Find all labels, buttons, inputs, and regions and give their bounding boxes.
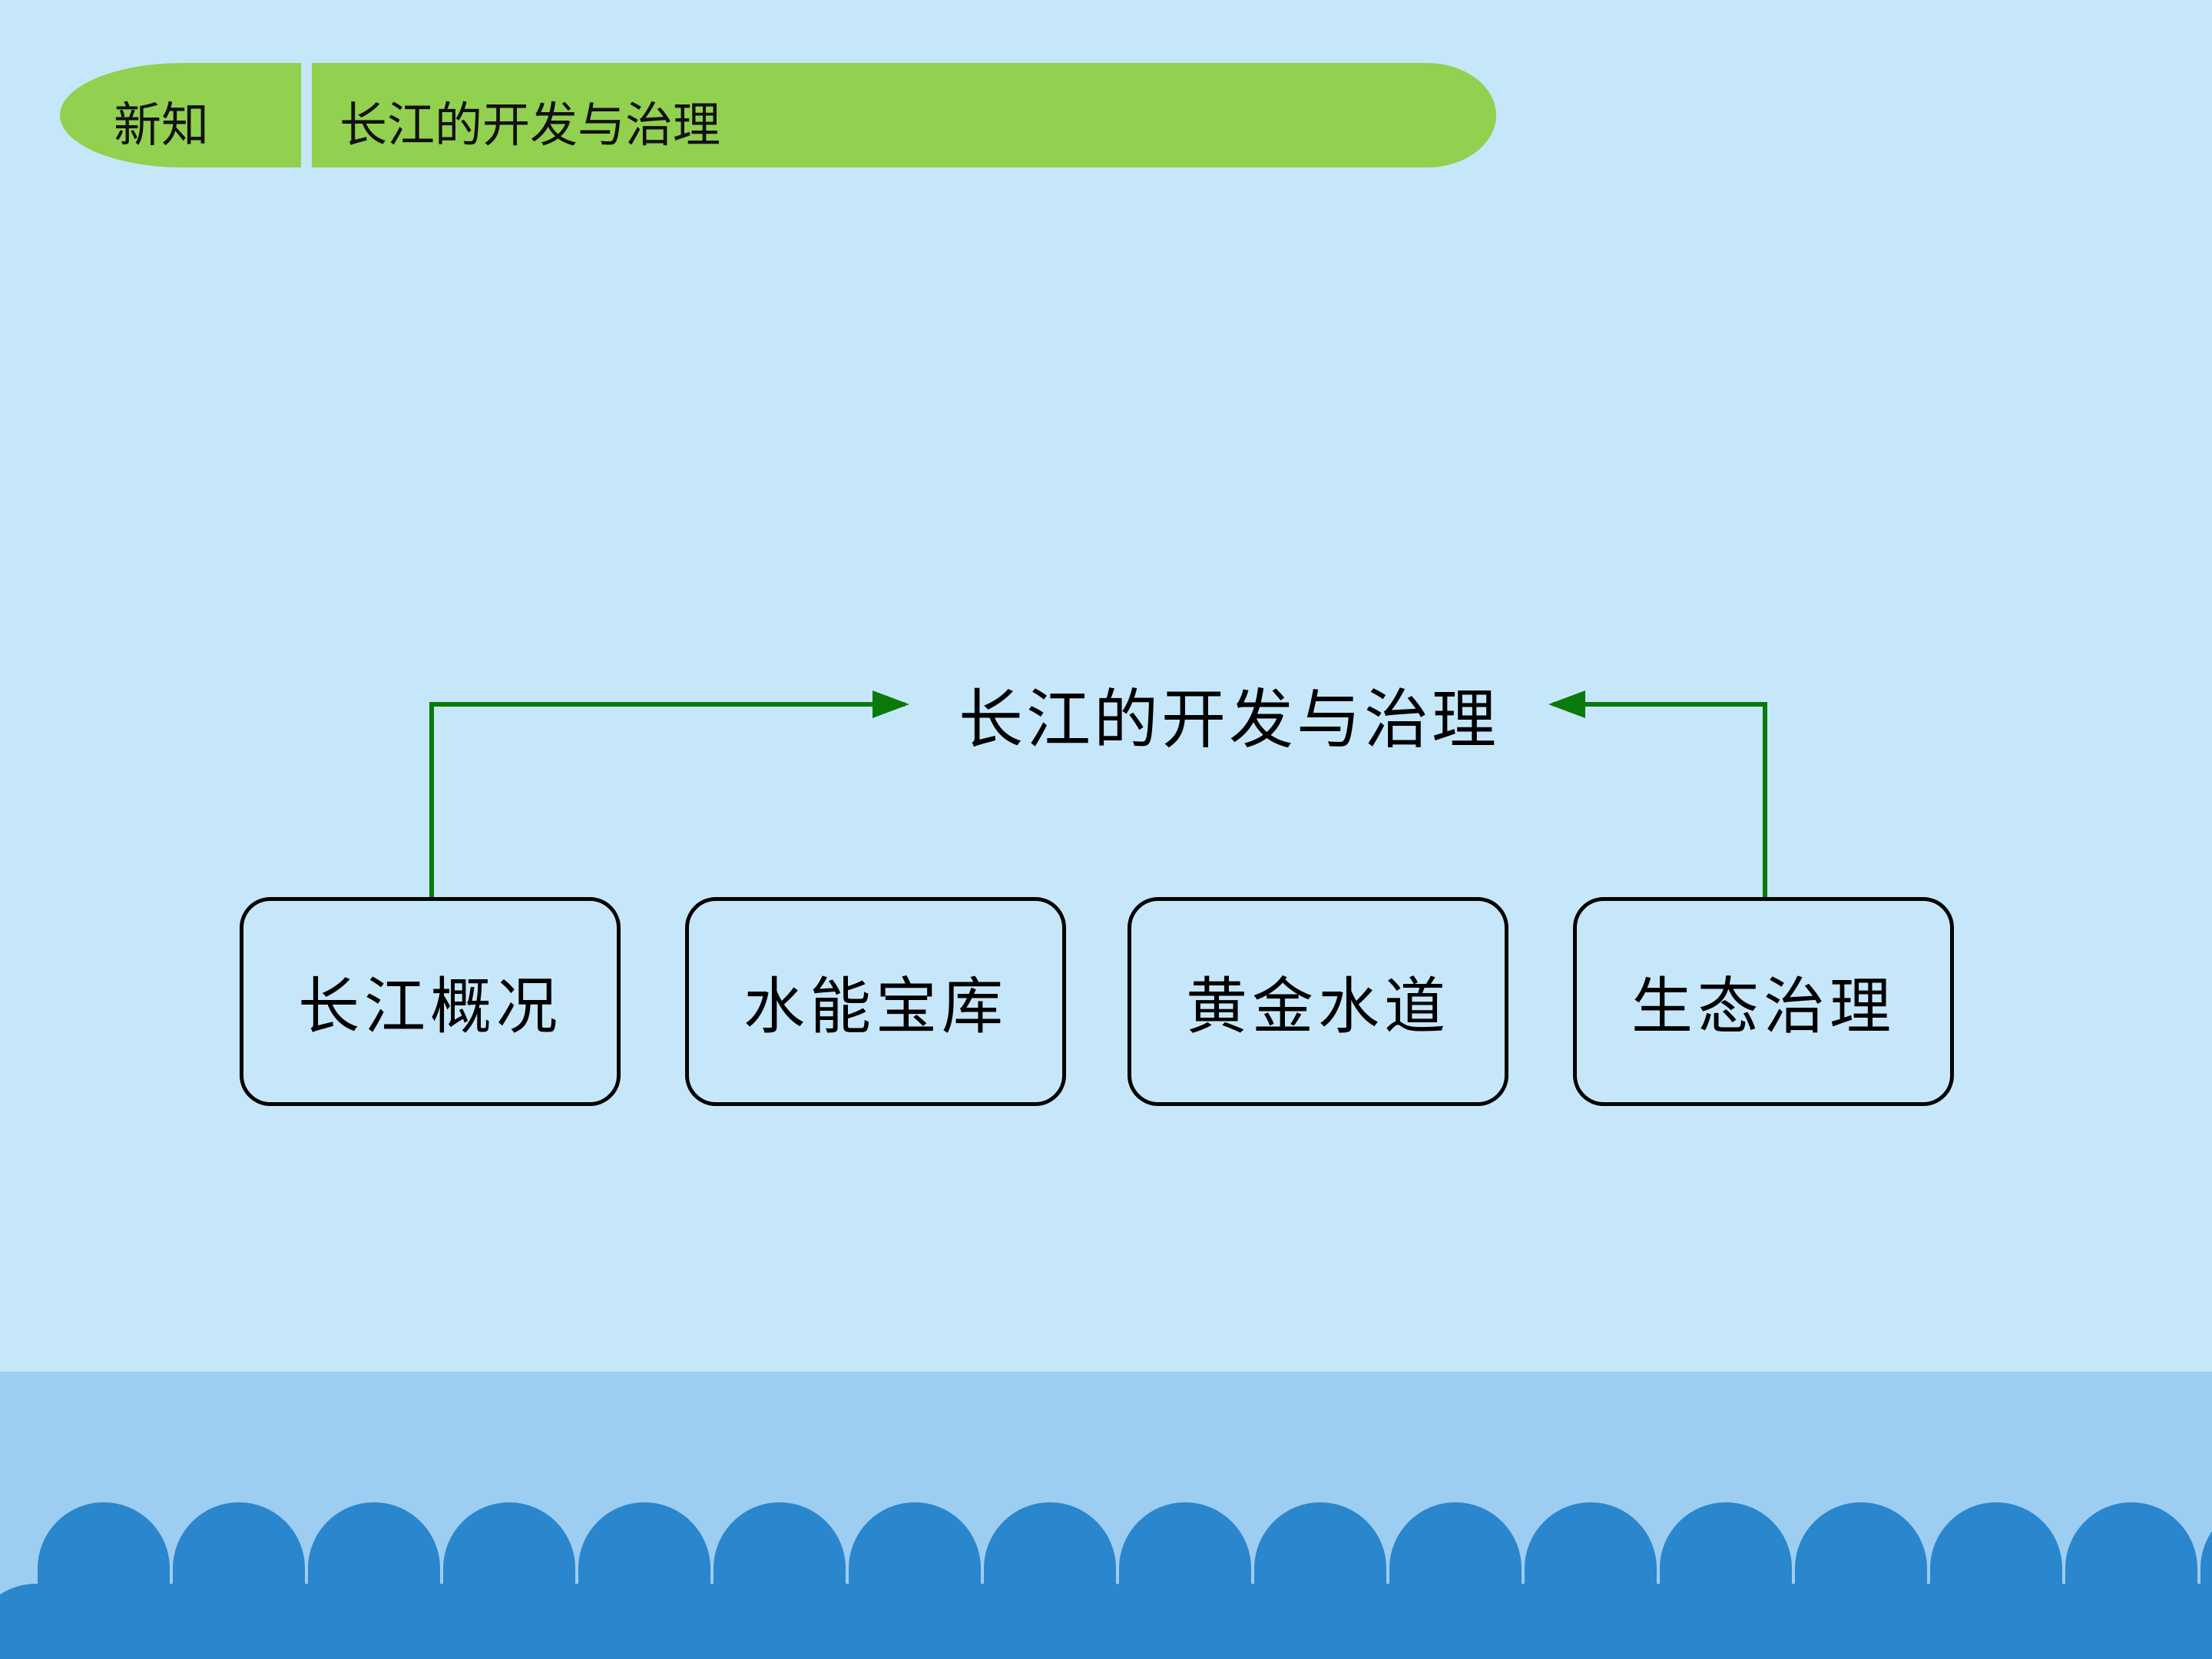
header-title-bar: 长江的开发与治理	[312, 63, 1496, 167]
wave-shape	[105, 1584, 237, 1659]
right-connector-arrow	[1548, 690, 1767, 897]
wave-shape	[1863, 1584, 1995, 1659]
section-tag: 新知	[60, 63, 301, 167]
wave-shape	[376, 1584, 508, 1659]
wave-shape	[240, 1584, 373, 1659]
wave-shape	[1727, 1584, 1859, 1659]
wave-shape	[1457, 1584, 1589, 1659]
box-overview: 长江概况	[240, 897, 621, 1106]
header-title: 长江的开发与治理	[339, 97, 721, 153]
wave-shape	[1998, 1584, 2130, 1659]
box-ecology: 生态治理	[1573, 897, 1954, 1106]
box-waterway: 黄金水道	[1128, 897, 1508, 1106]
sea-band	[0, 1372, 2212, 1659]
box-hydropower-label: 水能宝库	[743, 971, 1008, 1042]
diagram-title: 长江的开发与治理	[958, 682, 1499, 757]
wave-shape	[1322, 1584, 1454, 1659]
wave-shape	[646, 1584, 778, 1659]
wave-shape	[1051, 1584, 1184, 1659]
section-tag-label: 新知	[114, 97, 210, 153]
wave-shape	[2133, 1584, 2212, 1659]
wave-shape	[511, 1584, 643, 1659]
box-ecology-label: 生态治理	[1631, 971, 1896, 1042]
box-waterway-label: 黄金水道	[1186, 971, 1450, 1042]
wave-shape	[1592, 1584, 1724, 1659]
wave-shape	[0, 1584, 102, 1659]
wave-shape	[916, 1584, 1048, 1659]
box-hydropower: 水能宝库	[685, 897, 1066, 1106]
wave-shape	[781, 1584, 913, 1659]
left-connector-arrow	[429, 690, 909, 897]
box-overview-label: 长江概况	[298, 971, 562, 1042]
wave-pattern	[0, 1502, 2212, 1659]
wave-shape	[1187, 1584, 1319, 1659]
